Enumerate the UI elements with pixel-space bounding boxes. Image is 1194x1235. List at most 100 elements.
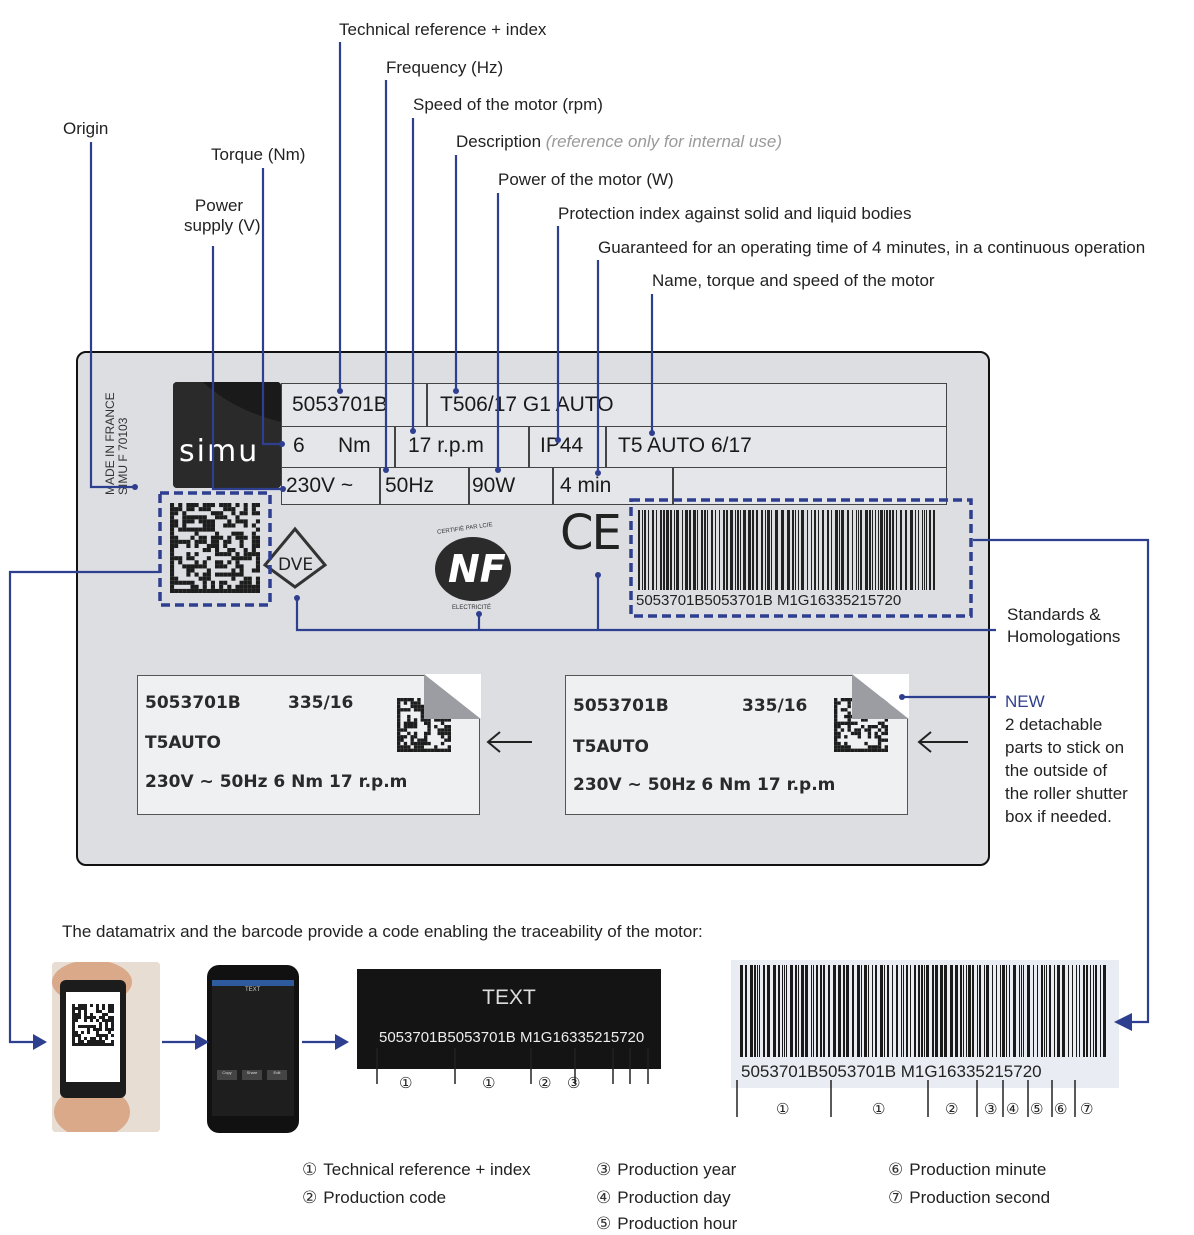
barcode-bar xyxy=(723,510,725,590)
matrix-cell xyxy=(397,714,401,719)
leader-line xyxy=(8,570,160,1044)
matrix-cell xyxy=(884,731,888,736)
barcode-bar xyxy=(872,965,873,1057)
matrix-cell xyxy=(834,718,838,722)
barcode-bar xyxy=(839,510,840,590)
phone-button-share[interactable]: Share xyxy=(242,1070,262,1080)
barcode-bar xyxy=(740,510,741,590)
matrix-cell xyxy=(215,539,220,544)
phone-button-copy[interactable]: Copy xyxy=(217,1070,237,1080)
legend-text: Production hour xyxy=(617,1214,738,1233)
matrix-cell xyxy=(867,745,872,749)
barcode-bar xyxy=(831,510,832,590)
matrix-cell xyxy=(90,1025,93,1028)
matrix-cell xyxy=(243,556,248,561)
matrix-cell xyxy=(255,539,260,544)
barcode-bar xyxy=(701,510,703,590)
sticker-1-name: T5AUTO xyxy=(145,733,221,753)
matrix-cell xyxy=(255,584,260,589)
matrix-cell xyxy=(877,748,882,752)
matrix-cell xyxy=(78,1004,81,1007)
barcode-bar xyxy=(1041,965,1043,1057)
barcode-bar xyxy=(900,510,902,590)
barcode-bar xyxy=(1103,965,1106,1057)
matrix-cell xyxy=(874,725,878,729)
matrix-cell xyxy=(198,564,203,569)
ce-mark-icon: CE xyxy=(560,505,622,561)
matrix-cell xyxy=(210,535,215,540)
barcode-bar xyxy=(972,965,974,1057)
matrix-cell xyxy=(410,701,414,705)
digit-marker: ② xyxy=(538,1074,552,1092)
matrix-cell xyxy=(397,738,401,742)
barcode-bar xyxy=(887,965,889,1057)
matrix-cell xyxy=(410,735,414,739)
barcode-bar xyxy=(932,965,934,1057)
matrix-cell xyxy=(108,1004,111,1007)
matrix-cell xyxy=(403,708,408,712)
matrix-cell xyxy=(223,507,228,512)
matrix-cell xyxy=(417,741,421,746)
matrix-cell xyxy=(417,708,421,712)
matrix-cell xyxy=(215,564,220,569)
barcode-bar xyxy=(682,510,683,590)
matrix-cell xyxy=(413,708,418,712)
matrix-cell xyxy=(178,580,183,585)
matrix-cell xyxy=(96,1010,99,1013)
matrix-cell xyxy=(854,721,858,725)
matrix-cell xyxy=(251,539,256,544)
matrix-cell xyxy=(223,539,228,544)
sticker-2-name: T5AUTO xyxy=(573,737,649,757)
barcode-bar xyxy=(761,510,763,590)
matrix-cell xyxy=(235,572,240,577)
matrix-cell xyxy=(170,543,175,548)
arrow-left-icon xyxy=(917,731,968,753)
matrix-cell xyxy=(884,728,888,732)
matrix-cell xyxy=(215,560,220,565)
matrix-cell xyxy=(202,560,207,565)
barcode-bar xyxy=(1006,965,1007,1057)
barcode-bar xyxy=(1054,965,1055,1057)
matrix-cell xyxy=(78,1010,81,1013)
matrix-cell xyxy=(170,580,175,585)
matrix-cell xyxy=(403,745,408,749)
matrix-cell xyxy=(190,503,195,508)
matrix-cell xyxy=(847,701,851,705)
matrix-cell xyxy=(170,503,175,508)
matrix-cell xyxy=(102,1004,105,1007)
matrix-cell xyxy=(255,580,260,585)
callout-name-torque-speed: Name, torque and speed of the motor xyxy=(652,271,935,290)
matrix-cell xyxy=(227,523,232,528)
matrix-cell xyxy=(881,731,885,736)
matrix-cell xyxy=(72,1025,75,1028)
matrix-cell xyxy=(93,1037,96,1040)
screen-code: 5053701B5053701B M1G16335215720 xyxy=(379,1029,645,1046)
matrix-cell xyxy=(844,741,848,746)
matrix-cell xyxy=(194,564,199,569)
matrix-cell xyxy=(186,568,191,573)
matrix-cell xyxy=(239,519,244,524)
matrix-cell xyxy=(87,1028,90,1031)
barcode-bar xyxy=(660,510,662,590)
matrix-cell xyxy=(90,1037,93,1040)
matrix-cell xyxy=(834,741,838,746)
matrix-cell xyxy=(834,731,838,736)
matrix-cell xyxy=(87,1040,90,1043)
matrix-cell xyxy=(202,523,207,528)
matrix-cell xyxy=(864,728,868,732)
matrix-cell xyxy=(255,543,260,548)
matrix-cell xyxy=(427,731,431,736)
phone-button-edit[interactable]: Edit xyxy=(267,1070,287,1080)
matrix-cell xyxy=(410,748,414,752)
matrix-cell xyxy=(186,588,191,593)
matrix-cell xyxy=(413,748,418,752)
matrix-cell xyxy=(202,588,207,593)
matrix-cell xyxy=(840,745,845,749)
matrix-cell xyxy=(84,1007,87,1010)
barcode-bar xyxy=(663,510,665,590)
label-power: 90W xyxy=(472,474,516,497)
matrix-cell xyxy=(215,588,220,593)
barcode-bar xyxy=(711,510,713,590)
matrix-cell xyxy=(251,552,256,557)
